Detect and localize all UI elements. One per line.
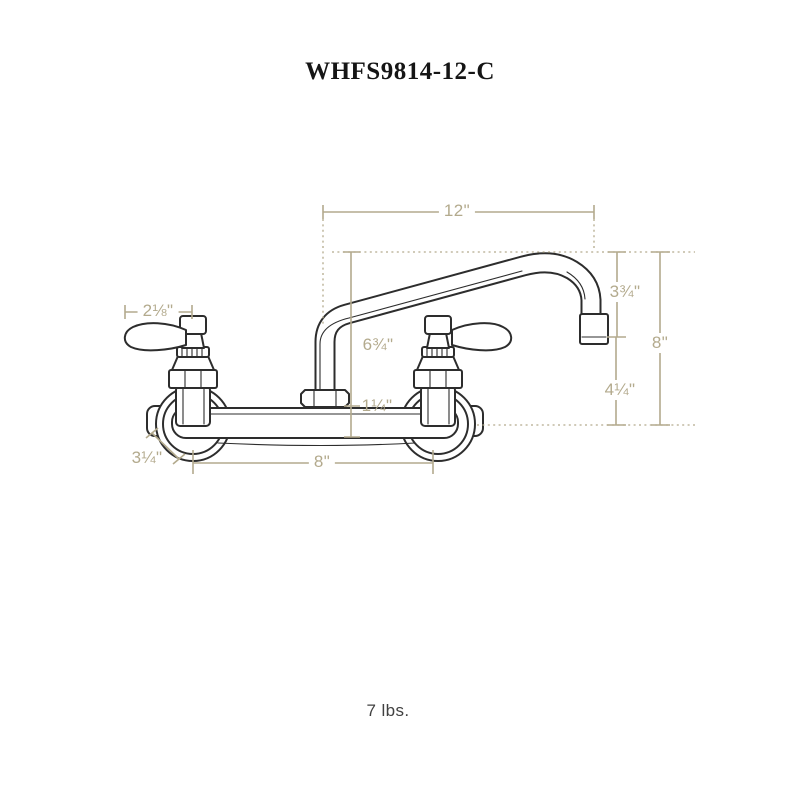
dim-label-spout-reach: 12": [438, 201, 476, 221]
right-valve-body: [413, 315, 463, 427]
dim-label-center-spacing: 8": [308, 452, 336, 472]
manifold-tube: [171, 407, 459, 447]
product-model-title: WHFS9814-12-C: [305, 58, 495, 85]
swing-spout: [314, 252, 602, 409]
dim-label-spout-drop: 3¾": [604, 282, 646, 302]
dim-label-spout-height: 6¾": [362, 335, 394, 354]
dim-label-supply-diameter: 1¼": [361, 396, 393, 415]
dim-label-outlet-clearance: 4¼": [599, 380, 641, 400]
dim-label-overall-height: 8": [646, 333, 674, 353]
center-tee-nut: [300, 389, 350, 408]
faucet-line-drawing: [123, 252, 609, 462]
weight-label: 7 lbs.: [366, 701, 410, 720]
dim-label-handle-length: 2⅛": [137, 301, 179, 321]
extension-lines: [322, 219, 695, 426]
spout-nozzle: [579, 313, 609, 345]
dim-label-flange-depth: 3¼": [131, 448, 163, 467]
right-handle-lever: [451, 322, 513, 352]
left-handle-lever: [123, 322, 187, 352]
left-valve-body: [168, 315, 218, 427]
